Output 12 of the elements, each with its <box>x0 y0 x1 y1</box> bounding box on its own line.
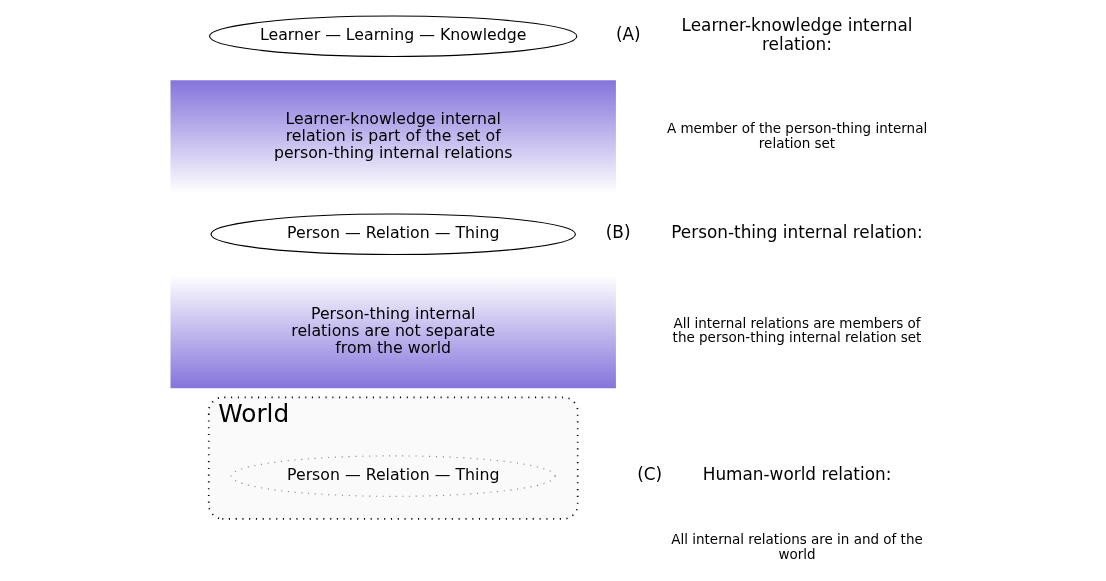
label: Person-thing internal relation: <box>670 222 923 243</box>
node-ellipse: Person — Relation — Thing <box>209 213 576 256</box>
label: (A) <box>615 24 641 45</box>
label: A member of the person-thing internal relation set <box>666 120 927 151</box>
label: All internal relations are in and of the world <box>670 531 923 562</box>
label: (B) <box>605 222 631 243</box>
node-ellipse: Learner — Learning — Knowledge <box>208 15 577 58</box>
label: Human-world relation: <box>702 464 891 485</box>
label: Learner-knowledge internal relation: <box>681 14 912 54</box>
node-ellipse: Person — Relation — Thing <box>230 455 556 497</box>
label: (C) <box>636 464 662 485</box>
label: All internal relations are members of the person-thing internal relation set <box>672 314 921 346</box>
